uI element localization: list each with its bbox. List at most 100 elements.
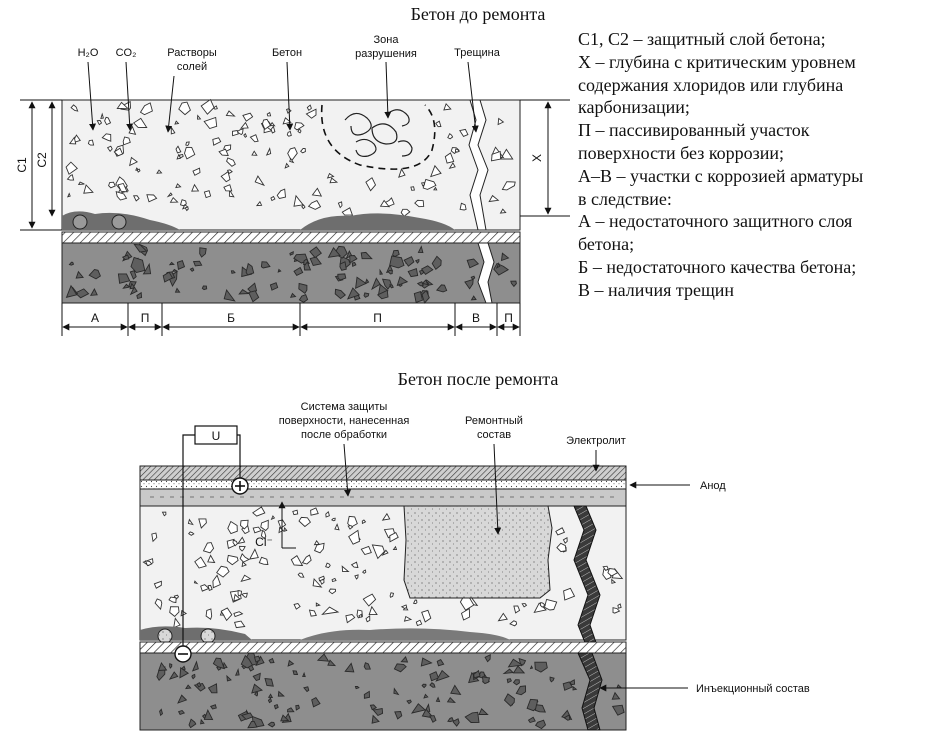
aggregate-stone [200,98,215,115]
aggregate-stone [447,717,455,723]
protection-system-layer [139,488,627,507]
aggregate-stone [389,531,399,543]
aggregate-stone [539,602,546,608]
aggregate-stone [328,588,337,595]
bottom-diagram: Бетон после ремонта U [139,369,810,731]
repaired-upper-concrete [139,505,627,641]
aggregate-stone [365,615,371,623]
aggregate-stone [174,287,181,293]
aggregate-stone [251,150,258,156]
aggregate-stone [209,704,217,710]
aggregate-stone [420,657,433,667]
aggregate-stone [326,172,335,179]
aggregate-stone [117,182,128,193]
damage-zone-cracks [344,109,413,157]
aggregate-stone [311,187,323,197]
aggregate-stone [563,587,576,601]
aggregate-stone [180,609,188,617]
aggregate-stone [349,255,358,264]
arrow-system [343,443,352,497]
aggregate-stone [287,707,295,713]
label-u: U [212,429,221,443]
aggregate-stone [266,111,272,117]
aggregate-stone [87,139,95,146]
label-repair-line2: состав [477,429,511,441]
label-chloride: Cl⁻ [255,535,273,549]
aggregate-stone [341,565,350,573]
label-zone-line1: Зона [374,34,400,46]
aggregate-stone [433,186,438,191]
aggregate-stone [267,693,274,698]
legend-line: карбонизации; [578,97,690,118]
segment-label: Б [227,311,235,325]
aggregate-stone [295,704,300,711]
aggregate-stone [181,665,186,671]
aggregate-stone [502,668,514,675]
aggregate-stone [129,286,138,296]
aggregate-stone [289,292,297,298]
aggregate-stone [527,716,536,724]
aggregate-stone [379,268,384,275]
aggregate-stone [168,596,177,604]
damage-zone-outline [320,104,436,170]
aggregate-stone [303,686,310,693]
aggregate-stone [344,662,355,673]
aggregate-stone [247,720,258,729]
segment-label: В [472,311,480,325]
aggregate-stone [185,141,190,147]
aggregate-stone [361,519,367,525]
rebar-bubble [157,628,173,644]
aggregate-stone [269,121,276,127]
aggregate-stone [417,245,424,254]
aggregate-stone [287,659,295,667]
aggregate-stone [464,278,474,290]
aggregate-stone [429,682,436,688]
aggregate-stone [193,580,199,585]
aggregate-stone [212,657,226,670]
aggregate-stone [507,658,524,668]
aggregate-stone [368,605,378,616]
aggregate-upper [142,506,624,629]
aggregate-stone [515,685,527,696]
aggregate-stone [243,132,248,138]
aggregate-stone [238,545,246,552]
legend-line: X – глубина с критическим уровнем [578,51,856,72]
aggregate-stone [179,153,184,159]
aggregate-stone [443,102,452,111]
aggregate-stone [260,529,267,540]
aggregate-stone [430,164,442,178]
aggregate-stone [169,663,173,669]
aggregate-stone [414,199,425,208]
aggregate-stone [248,290,260,303]
aggregate-stone [450,684,462,695]
aggregate-stone [389,255,405,269]
aggregate-stone [212,137,222,146]
rebar-bubble [200,628,216,644]
aggregate-stone [293,602,301,610]
aggregate-stone [350,561,359,569]
label-system-line3: после обработки [301,429,387,441]
aggregate-stone [495,262,501,269]
legend-line: содержания хлоридов или глубина [578,74,844,95]
aggregate-stone [543,598,558,611]
aggregate-stone [513,605,521,614]
aggregate-stone [240,574,252,583]
aggregate-stone [139,102,153,116]
aggregate-stone [396,276,409,287]
aggregate-stone [293,266,304,276]
label-c2: C2 [35,152,49,168]
aggregate-stone [260,519,269,532]
aggregate-stone [121,254,130,261]
aggregate-stone [216,565,230,578]
aggregate-stone [258,556,269,565]
aggregate-stone [199,247,207,258]
aggregate-stone [113,147,124,157]
aggregate-stone [381,512,391,521]
aggregate-stone [521,603,528,608]
aggregate-stone [351,261,357,267]
aggregate-stone [218,148,229,156]
aggregate-stone [389,284,394,289]
aggregate-lower [65,243,517,304]
aggregate-stone [65,284,78,298]
aggregate-stone [372,707,384,717]
